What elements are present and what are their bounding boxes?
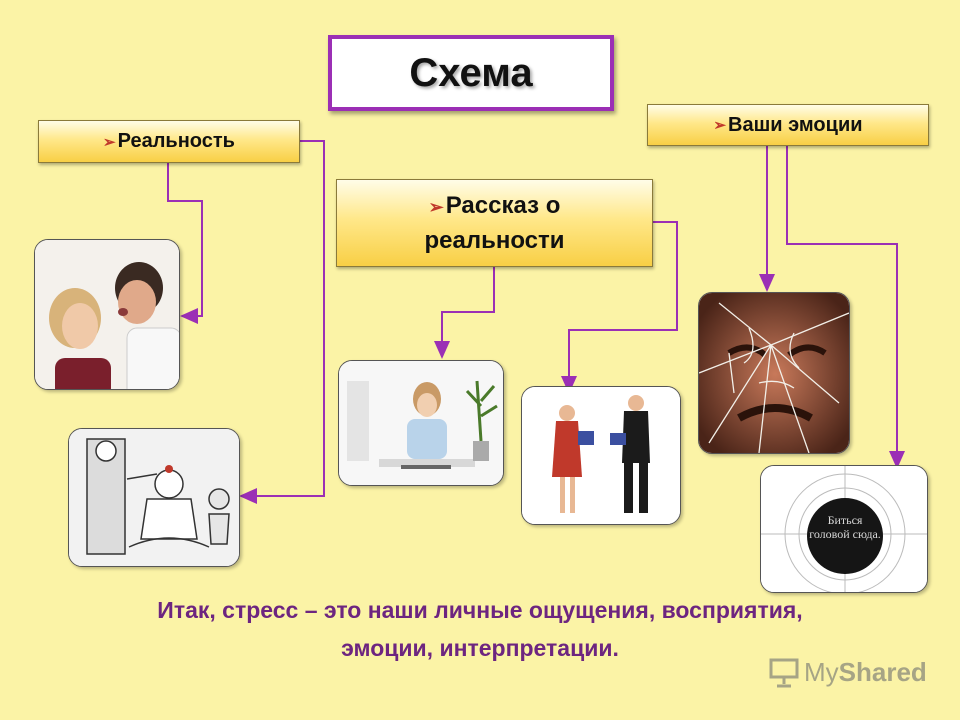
story-box: ➢Рассказ о реальности: [336, 179, 653, 267]
cracked-face-photo: [698, 292, 850, 454]
watermark-my: My: [804, 656, 839, 687]
arrow-bullet-icon: ➢: [713, 117, 727, 134]
arrow-bullet-icon: ➢: [103, 133, 116, 151]
cartoon-person-sketch: [68, 428, 240, 567]
head-bang-target-sign: Биться головой сюда.: [760, 465, 928, 593]
presentation-board-icon: [769, 658, 799, 688]
emotions-box: ➢ Ваши эмоции: [647, 104, 929, 146]
business-conversation-photo: [521, 386, 681, 525]
title-box: Схема: [328, 35, 614, 111]
tired-woman-at-desk-photo: [338, 360, 504, 486]
conclusion-line-2: эмоции, интерпретации.: [341, 635, 619, 661]
emotions-label: Ваши эмоции: [728, 113, 863, 136]
reality-label: Реальность: [117, 130, 235, 152]
arguing-couple-photo: [34, 239, 180, 390]
reality-box: ➢ Реальность: [38, 120, 300, 163]
arrow-bullet-icon: ➢: [428, 196, 444, 217]
connector-story-to-business: [561, 221, 678, 394]
story-label-line1: Рассказ о: [445, 191, 561, 219]
connector-emotions-to-sign: [786, 146, 905, 469]
conclusion-text: Итак, стресс – это наши личные ощущения,…: [60, 591, 900, 667]
sign-text: Биться головой сюда.: [809, 513, 881, 541]
diagram-title: Схема: [409, 50, 533, 95]
conclusion-line-1: Итак, стресс – это наши личные ощущения,…: [157, 597, 803, 623]
connector-reality-to-cartoon: [239, 140, 325, 504]
watermark-shared: Shared: [838, 656, 927, 687]
connector-story-to-woman: [434, 267, 495, 359]
story-label-line2: реальности: [424, 226, 565, 254]
connector-reality-to-couple: [167, 163, 203, 324]
